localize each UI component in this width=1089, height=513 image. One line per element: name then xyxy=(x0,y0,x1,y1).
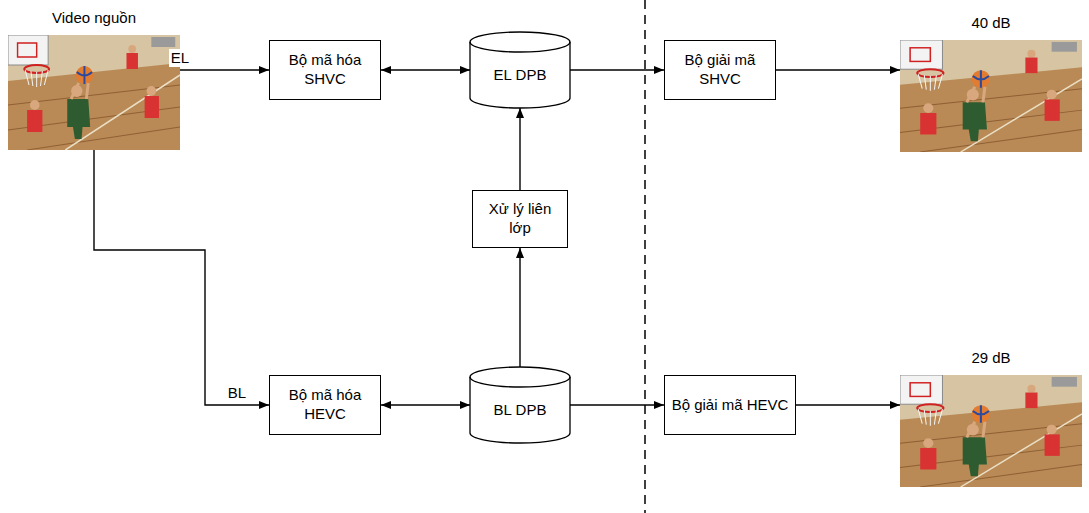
encoder-box: Bộ mã hóa HEVC xyxy=(269,375,381,435)
decoder-box: Bộ giải mã HEVC xyxy=(664,375,796,435)
connector-arrow xyxy=(570,404,664,405)
connector-arrow xyxy=(94,150,269,405)
buffer-cylinder: BL DPB xyxy=(470,367,570,443)
node-label: Bộ giải mã HEVC xyxy=(668,396,793,415)
image-caption: Video nguồn xyxy=(48,9,140,28)
cylinder-rim xyxy=(470,42,570,52)
output-video: 29 dB xyxy=(900,375,1082,487)
source-video: Video nguồn xyxy=(8,35,180,150)
node-label: BL DPB xyxy=(490,401,551,420)
node-label: Bộ giải mã SHVC xyxy=(665,51,775,89)
process-box: Xử lý liên lớp xyxy=(472,190,568,248)
source-video-frame xyxy=(8,35,180,150)
image-caption: 40 dB xyxy=(967,14,1014,33)
decoder-box: Bộ giải mã SHVC xyxy=(664,40,776,100)
connector-arrow xyxy=(570,69,664,70)
connector-arrow xyxy=(381,69,470,70)
connector-arrow xyxy=(381,404,470,405)
connector-arrow xyxy=(519,248,520,367)
node-label: Xử lý liên lớp xyxy=(473,200,567,238)
output-video: 40 dB xyxy=(900,40,1082,152)
layer-label: BL xyxy=(226,384,248,402)
image-caption: 29 dB xyxy=(967,349,1014,368)
layer-label: EL xyxy=(169,49,191,67)
node-label: EL DPB xyxy=(490,66,551,85)
connector-arrow xyxy=(180,69,269,70)
separator-dashed-line xyxy=(644,0,646,513)
encoder-box: Bộ mã hóa SHVC xyxy=(269,40,381,100)
node-label: Bộ mã hóa HEVC xyxy=(270,386,380,424)
cylinder-rim xyxy=(470,377,570,387)
el-output-frame xyxy=(900,40,1082,152)
bl-output-frame xyxy=(900,375,1082,487)
node-label: Bộ mã hóa SHVC xyxy=(270,51,380,89)
cylinder-body xyxy=(470,32,570,108)
connector-arrow xyxy=(519,108,520,190)
connector-arrow xyxy=(776,69,900,70)
cylinder-body xyxy=(470,367,570,443)
buffer-cylinder: EL DPB xyxy=(470,32,570,108)
connector-arrow xyxy=(796,404,900,405)
